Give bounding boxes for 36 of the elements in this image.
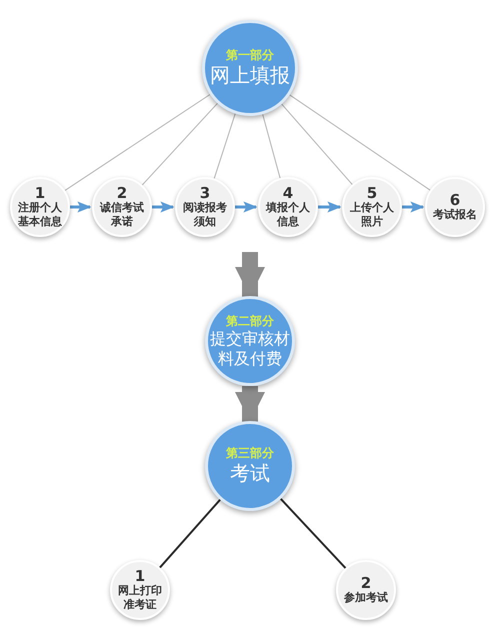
arrow: [318, 201, 342, 213]
arrow: [235, 201, 258, 213]
connector-line: [64, 94, 210, 191]
connector-line: [289, 94, 431, 191]
step-label: 参加考试: [343, 590, 389, 604]
arrow: [70, 201, 92, 213]
step-label: 注册个人基本信息: [17, 201, 63, 228]
stage-title: 考试: [229, 461, 271, 486]
connector-line: [281, 104, 353, 185]
arrow: [152, 201, 174, 213]
step-number: 2: [116, 186, 128, 202]
connector-line: [280, 498, 346, 569]
stage-label: 第二部分: [226, 314, 274, 328]
stage-label: 第三部分: [226, 446, 274, 461]
connector-line: [159, 499, 221, 568]
step-label: 考试报名: [432, 208, 478, 222]
step-label: 诚信考试承诺: [98, 201, 145, 228]
step-label: 网上打印准考证: [117, 584, 163, 611]
stage-label: 第一部分: [226, 48, 274, 63]
step-number: 3: [200, 186, 210, 202]
step-number: 1: [134, 569, 146, 584]
step-label: 上传个人照片: [349, 201, 395, 228]
stage-title: 网上填报: [209, 63, 291, 88]
step-number: 2: [360, 576, 372, 591]
step-number: 6: [450, 192, 460, 208]
connector-line: [142, 102, 218, 186]
step-label: 阅读报考须知: [182, 201, 228, 228]
step-label: 填报个人信息: [264, 201, 311, 228]
step-number: 4: [282, 186, 294, 202]
step-number: 5: [366, 186, 378, 202]
connector-line: [262, 114, 281, 179]
stage-title: 提交审核材料及付费: [209, 328, 291, 368]
step-number: 1: [34, 186, 46, 202]
block-arrow: [235, 252, 265, 297]
block-arrow: [235, 386, 265, 422]
arrow: [402, 201, 424, 213]
